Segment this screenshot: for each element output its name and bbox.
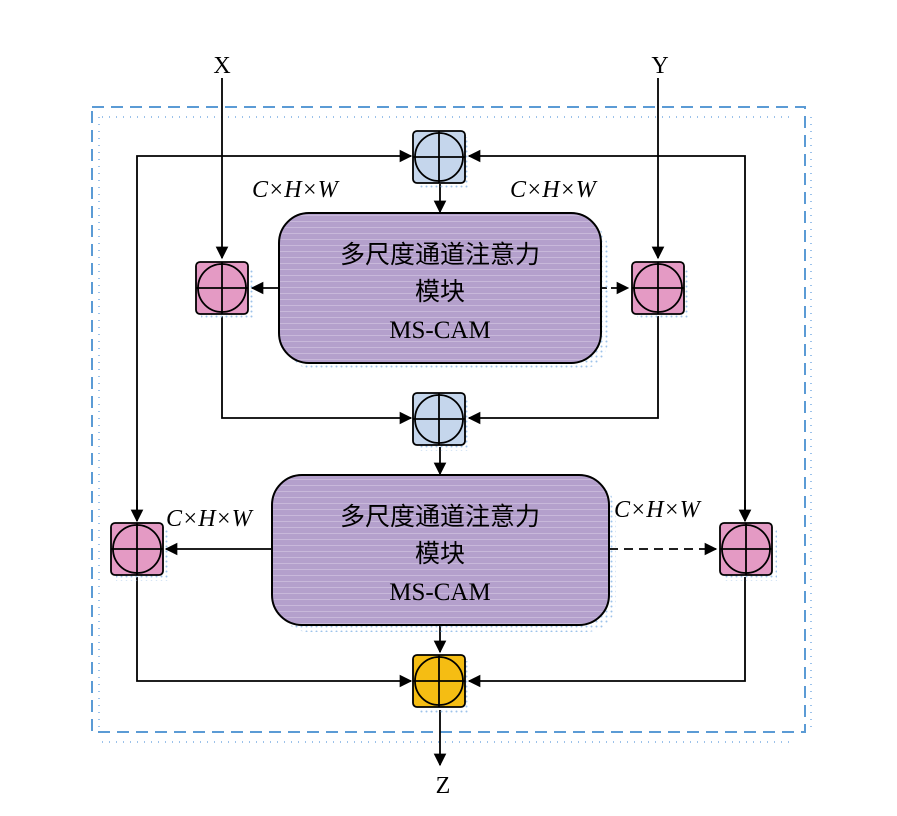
- module-box: [278, 212, 602, 364]
- module-title-line2: 模块: [415, 278, 465, 306]
- right-pink-to-mid-blue: [467, 316, 659, 425]
- module-title-line1: 多尺度通道注意力: [340, 503, 540, 531]
- dim-label-top-right: C×H×W: [510, 177, 598, 203]
- ms-cam-module-1: 多尺度通道注意力 模块 MS-CAM: [278, 212, 608, 370]
- outer-right-feedback-line: [467, 149, 746, 520]
- bottom-right-pink-node: [719, 522, 777, 581]
- dim-label-bottom-right: C×H×W: [614, 497, 702, 523]
- module-title-line3: MS-CAM: [389, 317, 490, 344]
- top-blue-add-node: [412, 130, 470, 189]
- module-title-line1: 多尺度通道注意力: [340, 241, 540, 269]
- middle-blue-add-node: [412, 392, 470, 451]
- left-pink-to-gold: [136, 577, 413, 688]
- dim-label-bottom-left: C×H×W: [166, 506, 254, 532]
- ms-cam-module-2: 多尺度通道注意力 模块 MS-CAM: [271, 474, 616, 632]
- module-title-line2: 模块: [415, 540, 465, 568]
- module-title-line3: MS-CAM: [389, 579, 490, 606]
- outer-frame: [91, 106, 806, 733]
- gold-output-node: [412, 654, 470, 713]
- top-right-pink-node: [631, 261, 689, 320]
- bottom-left-pink-node: [110, 522, 168, 581]
- input-x-label: X: [213, 53, 230, 79]
- right-pink-to-gold: [467, 577, 746, 688]
- top-left-pink-node: [195, 261, 253, 320]
- left-pink-to-mid-blue: [221, 316, 413, 425]
- dim-label-top-left: C×H×W: [252, 177, 340, 203]
- output-z-label: Z: [436, 773, 451, 799]
- outer-left-feedback-line: [136, 149, 413, 520]
- module-box: [271, 474, 610, 626]
- input-y-label: Y: [651, 53, 668, 79]
